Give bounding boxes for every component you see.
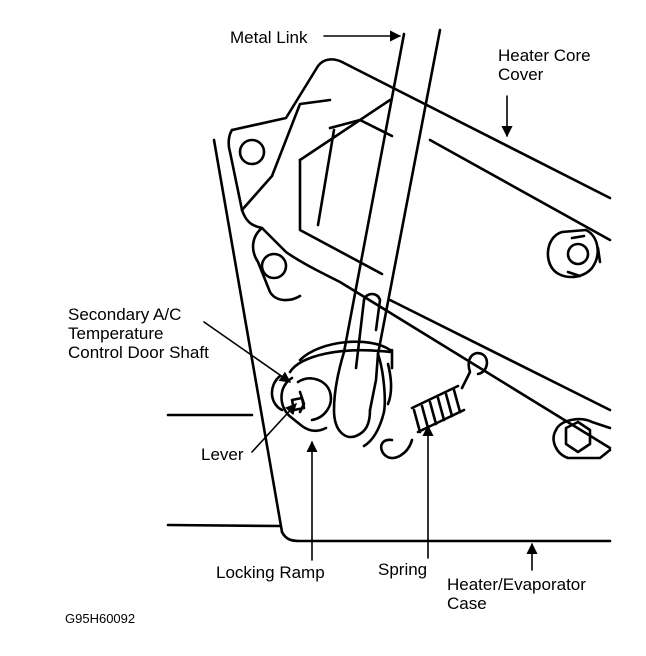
label-heater-evaporator-case-line1: Heater/Evaporator — [447, 575, 586, 594]
label-metal-link-text: Metal Link — [230, 28, 308, 47]
label-secondary-shaft-line3: Control Door Shaft — [68, 343, 209, 362]
metal-link — [332, 28, 442, 448]
label-metal-link: Metal Link — [230, 28, 307, 47]
label-heater-core-cover-line1: Heater Core — [498, 46, 591, 65]
heater-evaporator-case — [166, 138, 612, 543]
spring — [379, 351, 489, 460]
label-secondary-shaft-line1: Secondary A/C — [68, 305, 182, 324]
leader-lines — [203, 30, 538, 571]
label-heater-evaporator-case-line2: Case — [447, 594, 487, 613]
label-lever: Lever — [201, 445, 244, 464]
label-heater-core-cover-line2: Cover — [498, 65, 544, 84]
label-heater-core-cover: Heater Core Cover — [498, 46, 591, 84]
figure-code-text: G95H60092 — [65, 611, 136, 626]
heater-core-cover — [227, 58, 612, 460]
label-lever-text: Lever — [201, 445, 244, 464]
label-locking-ramp: Locking Ramp — [216, 563, 325, 582]
label-spring-text: Spring — [378, 560, 428, 579]
label-secondary-shaft: Secondary A/C Temperature Control Door S… — [68, 305, 209, 362]
label-secondary-shaft-line2: Temperature — [68, 324, 164, 343]
label-spring: Spring — [378, 560, 427, 579]
label-heater-evaporator-case: Heater/Evaporator Case — [447, 575, 586, 613]
leader-secondary-shaft — [203, 321, 291, 383]
leader-lever — [251, 403, 297, 453]
label-locking-ramp-text: Locking Ramp — [216, 563, 325, 582]
figure-code: G95H60092 — [65, 609, 135, 628]
